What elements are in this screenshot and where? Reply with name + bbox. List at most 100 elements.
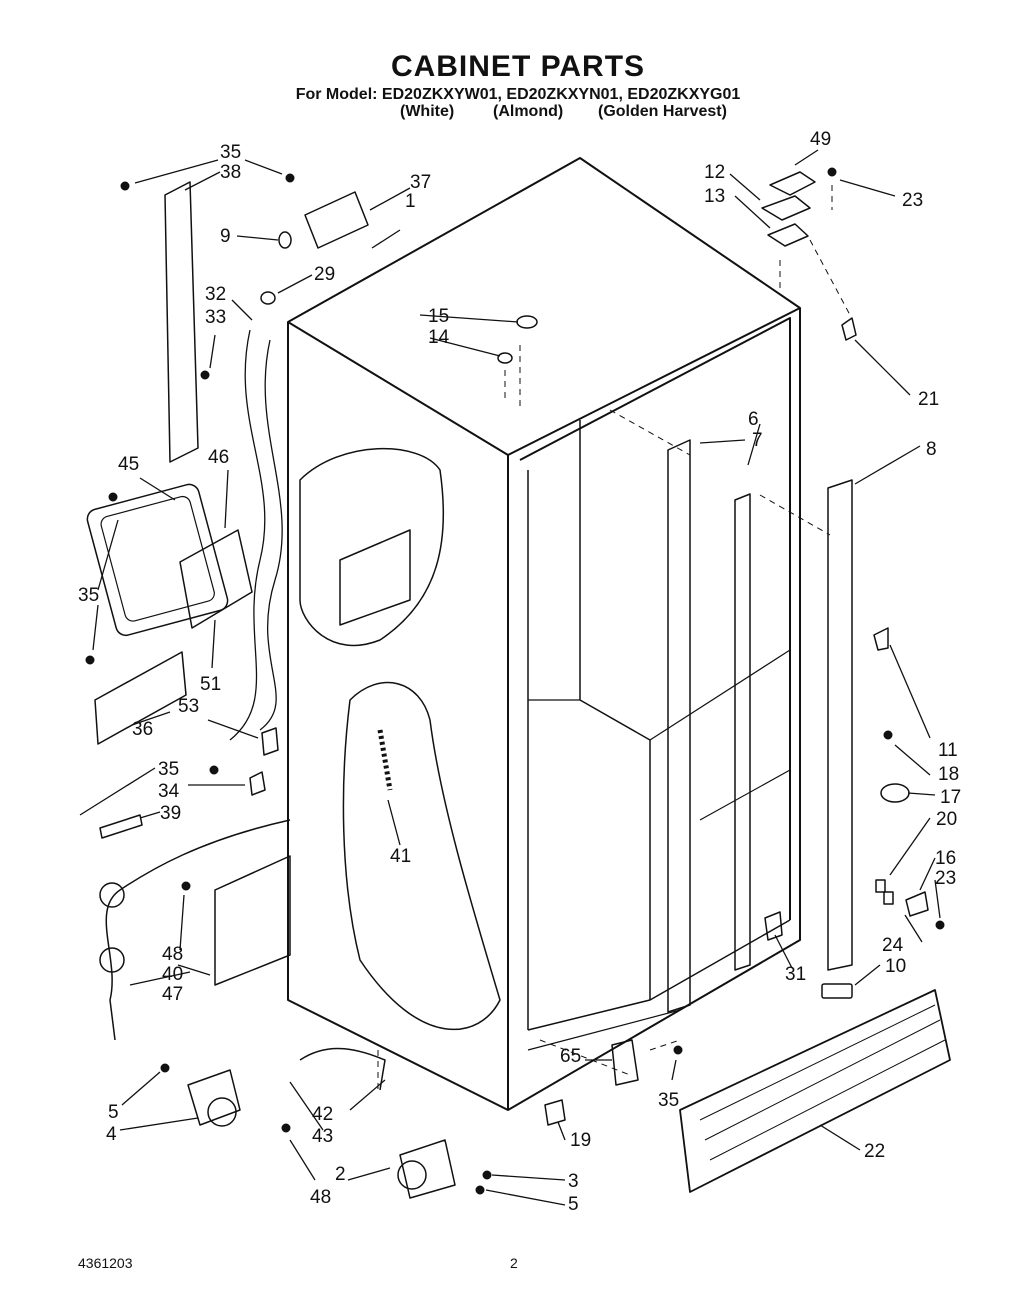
bracket-16	[905, 891, 929, 917]
panel-37	[304, 191, 369, 249]
part-label-2: 2	[335, 1164, 346, 1185]
bracket-65	[611, 1039, 639, 1086]
clip-11	[873, 627, 889, 651]
rod-42	[299, 1047, 386, 1091]
part-label-15: 15	[428, 306, 449, 327]
part-label-65: 65	[560, 1046, 581, 1067]
color-almond: (Almond)	[493, 103, 564, 120]
part-label-1: 1	[405, 191, 416, 212]
page-number: 2	[510, 1255, 518, 1271]
part-label-35: 35	[658, 1090, 679, 1111]
part-label-36: 36	[132, 719, 153, 740]
cutaway-lower	[342, 681, 501, 1031]
power-cord-40	[105, 819, 291, 1041]
roller-2	[399, 1139, 456, 1199]
part-label-3: 3	[568, 1171, 579, 1192]
part-label-48: 48	[162, 944, 183, 965]
part-label-5: 5	[108, 1102, 119, 1123]
part-label-4: 4	[106, 1124, 117, 1145]
clip-53	[261, 727, 279, 756]
spring-41	[377, 729, 393, 791]
screw-48b	[281, 1123, 291, 1133]
screw-3	[482, 1170, 492, 1180]
plug-15	[516, 315, 538, 329]
document-number: 4361203	[78, 1255, 133, 1271]
part-label-9: 9	[220, 226, 231, 247]
hinge-cover-49	[769, 171, 816, 196]
screw-35a-left	[120, 181, 130, 191]
part-label-7: 7	[752, 430, 763, 451]
part-label-34: 34	[158, 781, 180, 802]
screw-35a-right	[285, 173, 295, 183]
part-label-51: 51	[200, 674, 221, 695]
part-label-12: 12	[704, 162, 725, 183]
part-label-48: 48	[310, 1187, 331, 1208]
screw-23a	[827, 167, 837, 177]
insulation-block-46	[179, 529, 253, 629]
part-label-35: 35	[78, 585, 99, 606]
color-golden-harvest: (Golden Harvest)	[598, 103, 727, 120]
model-line: For Model: ED20ZKXYW01, ED20ZKXYN01, ED2…	[295, 86, 741, 103]
trim-strip-38	[164, 181, 199, 463]
color-white: (White)	[400, 103, 455, 120]
part-label-10: 10	[885, 956, 906, 977]
panel-36	[94, 651, 187, 745]
cutaway-upper	[299, 447, 445, 647]
part-label-23: 23	[935, 868, 956, 889]
screw-35d	[673, 1045, 683, 1055]
strip-7	[734, 493, 751, 971]
part-label-19: 19	[570, 1130, 591, 1151]
part-label-17: 17	[940, 787, 961, 808]
part-label-32: 32	[205, 284, 226, 305]
screw-18	[883, 730, 893, 740]
part-label-41: 41	[390, 846, 411, 867]
clip-19	[544, 1099, 566, 1126]
page-title: CABINET PARTS	[390, 50, 646, 83]
part-label-14: 14	[428, 327, 450, 348]
part-label-46: 46	[208, 447, 229, 468]
part-label-22: 22	[864, 1141, 885, 1162]
shim-24	[883, 891, 894, 905]
shim-20	[875, 879, 886, 893]
screw-23b	[935, 920, 945, 930]
clip-21	[841, 317, 857, 341]
part-label-24: 24	[882, 935, 904, 956]
part-label-43: 43	[312, 1126, 333, 1147]
part-label-35: 35	[158, 759, 179, 780]
grommet-9	[278, 231, 292, 249]
screw-5b	[475, 1185, 485, 1195]
hinge-17	[880, 783, 910, 803]
part-label-11: 11	[938, 740, 958, 761]
strip-6	[667, 439, 691, 1013]
clip-34	[249, 771, 266, 796]
part-label-8: 8	[926, 439, 937, 460]
electrical-box-47	[214, 855, 291, 986]
part-labels: 35 38 37 1 9 29 32 33 45 46 35 51 53 36 …	[78, 129, 961, 1215]
screw-33	[200, 370, 210, 380]
hinge-12	[761, 195, 811, 221]
hinge-13	[767, 223, 809, 247]
part-label-16: 16	[935, 848, 956, 869]
grille-22	[679, 989, 951, 1193]
screw-35b-bottom	[85, 655, 95, 665]
part-label-47: 47	[162, 984, 183, 1005]
cabinet-shell	[287, 157, 801, 1111]
part-label-49: 49	[810, 129, 831, 150]
part-label-31: 31	[785, 964, 806, 985]
part-label-13: 13	[704, 186, 725, 207]
part-label-33: 33	[205, 307, 226, 328]
part-label-40: 40	[162, 964, 183, 985]
part-label-37: 37	[410, 172, 431, 193]
stop-31	[764, 911, 783, 941]
part-label-6: 6	[748, 409, 759, 430]
plug-14	[497, 352, 513, 364]
grommet-29	[260, 291, 276, 305]
part-label-39: 39	[160, 803, 181, 824]
part-label-18: 18	[938, 764, 959, 785]
part-label-45: 45	[118, 454, 139, 475]
part-label-29: 29	[314, 264, 335, 285]
part-label-20: 20	[936, 809, 957, 830]
roller-4	[187, 1069, 241, 1126]
spacer-10	[821, 983, 853, 999]
